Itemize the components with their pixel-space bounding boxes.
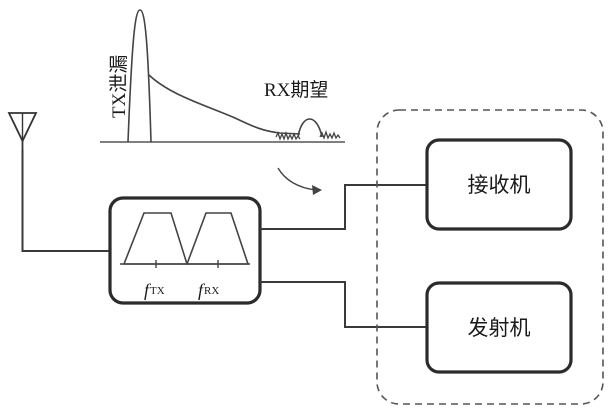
- duplexer-block: [108, 196, 262, 305]
- transmitter-label: 发射机: [468, 316, 531, 340]
- f-rx-label: fRX: [198, 280, 219, 300]
- transmitter-block: [425, 281, 573, 374]
- receiver-block: [425, 138, 573, 231]
- tx-leak-label: TX泄漏: [108, 55, 130, 118]
- duplexer-tx-wire: [260, 281, 427, 328]
- antenna-icon: [7, 112, 38, 150]
- tx-passband: [122, 212, 189, 265]
- duplexer-rx-wire: [260, 184, 427, 230]
- curved-arrow: [277, 167, 317, 191]
- rx-noise: [275, 129, 341, 141]
- rx-desired-hump: [297, 118, 323, 138]
- antenna-wire: [21, 150, 110, 252]
- receiver-label: 接收机: [468, 173, 531, 197]
- rx-passband: [185, 212, 250, 265]
- transceiver-enclosure: [376, 109, 604, 405]
- tx-leak-tail: [148, 74, 301, 135]
- tx-leak-spectrum: [127, 9, 152, 143]
- rx-desired-label: RX期望: [264, 79, 328, 101]
- f-tx-label: fTX: [144, 280, 165, 300]
- arrow-head: [312, 185, 322, 195]
